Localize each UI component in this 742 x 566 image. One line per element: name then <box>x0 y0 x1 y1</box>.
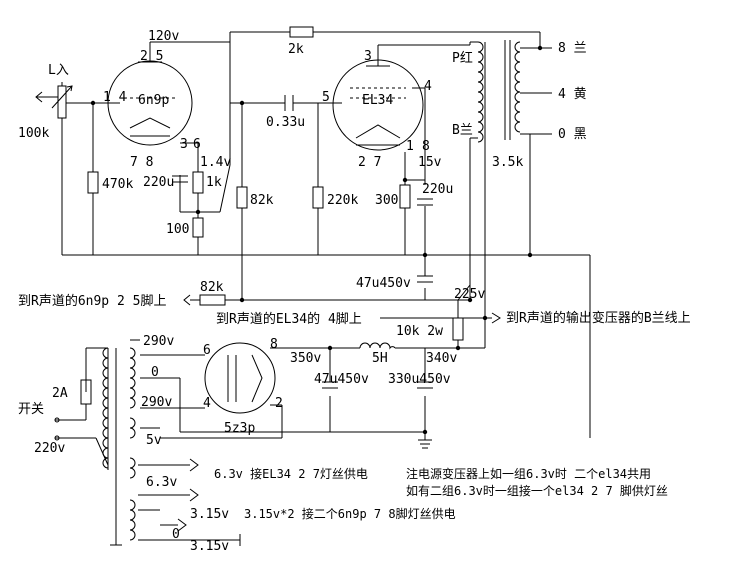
label-340v: 340v <box>426 351 457 366</box>
label-rect-pin8: 8 <box>270 337 278 352</box>
tube-el34 <box>332 58 424 151</box>
label-14v: 1.4v <box>200 155 231 170</box>
label-0b: 0 <box>172 527 180 542</box>
label-290v-a: 290v <box>143 334 174 349</box>
label-35k: 3.5k <box>492 155 523 170</box>
label-033u: 0.33u <box>266 115 305 130</box>
label-pin-3: 3 <box>180 137 188 152</box>
label-out-8: 8 兰 <box>558 41 587 56</box>
label-tube-el34: EL34 <box>362 93 393 108</box>
label-225v: 225v <box>454 287 485 302</box>
label-tube-5z3p: 5z3p <box>224 421 255 436</box>
junctions <box>90 45 543 435</box>
label-63v: 6.3v <box>146 475 177 490</box>
label-b-blue: B兰 <box>452 123 473 138</box>
label-120v: 120v <box>148 29 179 44</box>
label-pins-25: 2 5 <box>140 49 163 64</box>
label-el34-pin8: 8 <box>422 139 430 154</box>
label-el34-pin5: 5 <box>322 90 330 105</box>
label-tube-6n9p: 6n9p <box>138 93 169 108</box>
label-220k: 220k <box>327 193 358 208</box>
label-to-transformer: 到R声道的输出变压器的B兰线上 <box>506 310 691 326</box>
label-out-4: 4 黄 <box>558 87 587 102</box>
label-1k: 1k <box>206 175 222 190</box>
label-to-el34: 到R声道的EL34的 4脚上 <box>216 311 362 327</box>
label-mains: 220v <box>34 441 65 456</box>
label-fuse: 2A <box>52 386 68 401</box>
label-rect-pin6: 6 <box>203 343 211 358</box>
label-82k-b: 82k <box>200 280 224 295</box>
label-note-a: 注电源变压器上如一组6.3v时 二个el34共用 <box>406 466 651 481</box>
wires <box>35 31 591 546</box>
label-el34-pin1: 1 <box>406 139 414 154</box>
label-note-63: 6.3v 接EL34 2 7灯丝供电 <box>214 466 368 481</box>
label-pins-14: 1 4 <box>103 90 127 105</box>
tube-5z3p <box>204 342 276 414</box>
label-5h: 5H <box>372 351 388 366</box>
label-5v: 5v <box>146 433 162 448</box>
label-15v: 15v <box>418 155 442 170</box>
label-47u450: 47u450v <box>356 276 411 291</box>
label-rect-pin4: 4 <box>203 396 211 411</box>
label-p-red: P红 <box>452 50 473 66</box>
label-pin-6: 6 <box>193 137 201 152</box>
label-el34-pins27: 2 7 <box>358 155 381 170</box>
label-47u450-b: 47u450v <box>314 372 369 387</box>
label-315v-a: 3.15v <box>190 507 229 522</box>
label-220u-b: 220u <box>422 182 453 197</box>
label-out-0: 0 黑 <box>558 127 587 142</box>
tube-6n9p <box>107 56 193 146</box>
label-switch: 开关 <box>18 402 44 417</box>
label-100: 100 <box>166 222 189 237</box>
label-10k-2w: 10k 2w <box>396 324 443 339</box>
label-300: 300 <box>375 193 398 208</box>
label-l-in: L入 <box>48 63 69 78</box>
label-2k: 2k <box>288 42 304 57</box>
label-el34-pin3: 3 <box>364 49 372 64</box>
label-290v-b: 290v <box>141 395 172 410</box>
label-note-b: 如有二组6.3v时一组接一个el34 2 7 脚供灯丝 <box>406 483 668 498</box>
labels: L入 100k 2 5 1 4 7 8 3 6 6n9p 120v 2k 0.3… <box>18 29 691 554</box>
label-to-6n9p: 到R声道的6n9p 2 5脚上 <box>18 293 166 309</box>
label-220u-a: 220u <box>143 175 174 190</box>
label-470k: 470k <box>102 177 133 192</box>
label-rect-pin2: 2 <box>275 396 283 411</box>
label-315v-b: 3.15v <box>190 539 229 554</box>
label-pins-78: 7 8 <box>130 155 153 170</box>
label-350v: 350v <box>290 351 321 366</box>
components <box>54 26 521 541</box>
label-330u450: 330u450v <box>388 372 451 387</box>
label-el34-pin4: 4 <box>424 79 432 94</box>
label-note-315: 3.15v*2 接二个6n9p 7 8脚灯丝供电 <box>244 506 456 521</box>
label-82k-a: 82k <box>250 193 274 208</box>
label-pot: 100k <box>18 126 49 141</box>
label-0: 0 <box>151 365 159 380</box>
